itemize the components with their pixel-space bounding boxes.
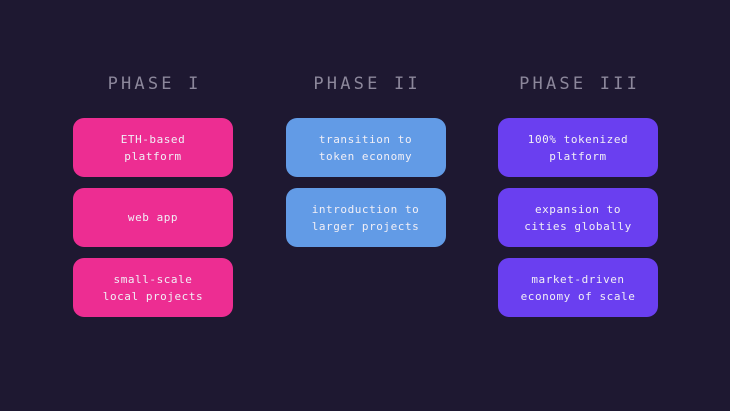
phase-column-2: PHASE II transition to token economy int… [285,64,446,317]
phase-title-2: PHASE II [313,74,421,94]
phase-card[interactable]: ETH-based platform [73,118,233,177]
phase-title-1: PHASE I [107,74,202,94]
phase-column-1: PHASE I ETH-based platform web app small… [73,64,233,317]
phase-card[interactable]: expansion to cities globally [498,188,658,247]
phase-card[interactable]: transition to token economy [285,118,446,177]
phase-card[interactable]: small-scale local projects [73,258,233,317]
phase-card-list-2: transition to token economy introduction… [285,118,446,247]
phase-card-list-1: ETH-based platform web app small-scale l… [73,118,233,317]
phase-title-3: PHASE III [519,74,641,94]
phase-card[interactable]: introduction to larger projects [285,188,446,247]
phase-card[interactable]: market-driven economy of scale [498,258,658,317]
phase-column-3: PHASE III 100% tokenized platform expans… [498,64,658,317]
phase-card[interactable]: web app [73,188,233,247]
phase-columns: PHASE I ETH-based platform web app small… [73,64,658,317]
phase-card-list-3: 100% tokenized platform expansion to cit… [498,118,658,317]
phase-card[interactable]: 100% tokenized platform [498,118,658,177]
